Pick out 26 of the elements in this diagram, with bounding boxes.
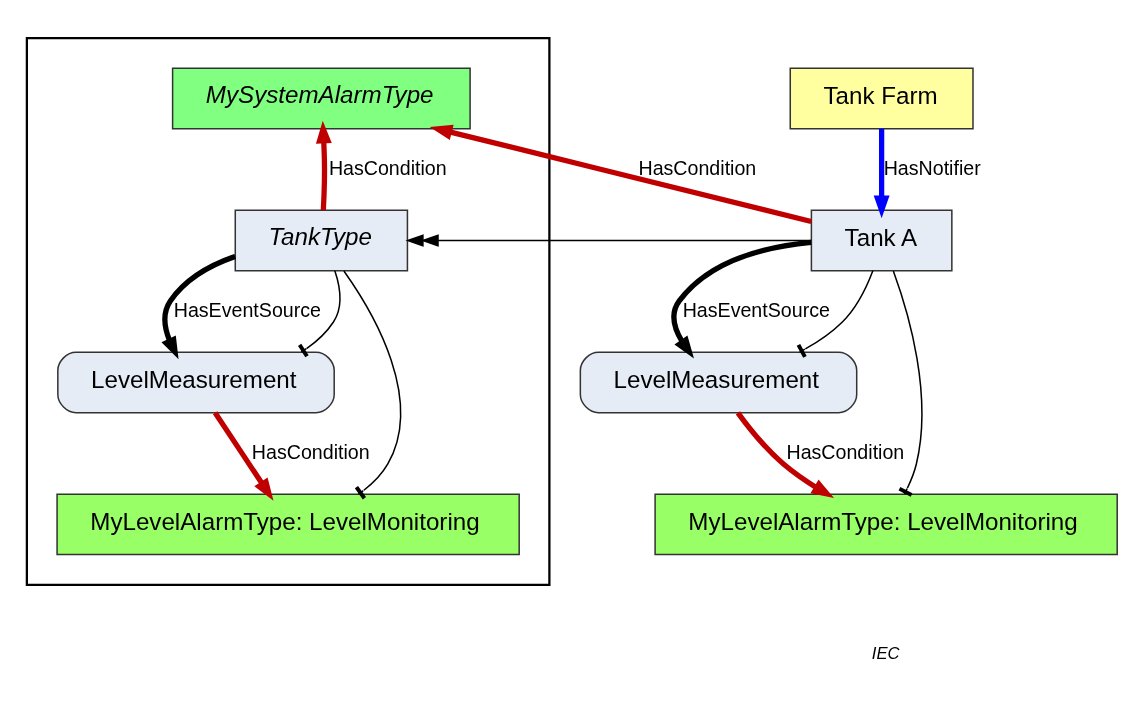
arrow: [429, 124, 812, 225]
arrow: [161, 253, 237, 360]
arrow: [315, 120, 332, 211]
connector: [892, 270, 923, 497]
arrow: [735, 411, 835, 499]
node-box: LevelMeasurement: [579, 351, 858, 414]
connector: [343, 270, 402, 500]
edge-label: HasEventSource: [173, 298, 321, 321]
arrow: [873, 128, 890, 219]
node-box: MyLevelAlarmType: LevelMonitoring: [654, 493, 1118, 556]
edge-label: HasNotifier: [883, 156, 981, 179]
node-box: MySystemAlarmType: [171, 67, 471, 130]
arrow: [671, 239, 812, 359]
node-box: Tank Farm: [789, 67, 974, 130]
node-box: MyLevelAlarmType: LevelMonitoring: [56, 493, 520, 556]
arrow: [212, 411, 274, 501]
cluster: [25, 37, 551, 586]
edge-label: HasCondition: [328, 156, 447, 179]
edge-label: HasEventSource: [682, 298, 830, 321]
edge-label: HasCondition: [638, 156, 757, 179]
node-box: LevelMeasurement: [57, 351, 335, 414]
edge-label: HasCondition: [786, 440, 905, 463]
edge-label: HasCondition: [251, 440, 370, 463]
node-box: Tank A: [810, 209, 953, 272]
node-box: TankType: [234, 209, 409, 272]
label: IEC: [871, 643, 900, 663]
